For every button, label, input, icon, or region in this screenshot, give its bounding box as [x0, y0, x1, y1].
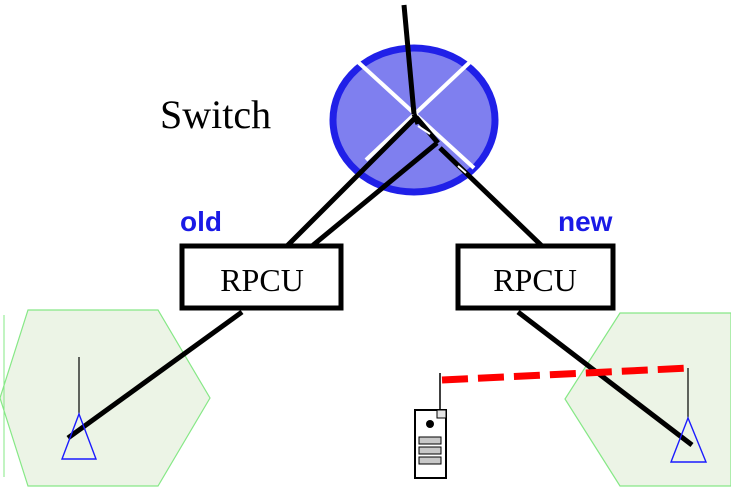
antenna-triangle-icon — [669, 368, 708, 463]
wire-dash-2 — [457, 165, 467, 174]
switch-label: Switch — [160, 92, 271, 137]
wire-new-rpcu-to-antenna — [516, 310, 694, 447]
new-label: new — [558, 206, 613, 237]
wire-old-rpcu-to-antenna — [66, 309, 244, 441]
new-cell-hexagon — [564, 312, 731, 487]
radio-link-dashed — [441, 364, 691, 384]
rpcu-new-label: RPCU — [493, 262, 577, 298]
wire-switch-to-old-b — [310, 141, 439, 248]
rpcu-new-box: RPCU — [455, 243, 616, 311]
wire-switch-to-new — [438, 146, 544, 248]
connection-wires — [66, 4, 694, 447]
rpcu-old-box: RPCU — [179, 243, 344, 311]
antenna-triangle-icon — [60, 357, 98, 460]
old-cell-hexagon — [0, 309, 211, 487]
mobile-handset-icon — [414, 373, 447, 479]
wire-switch-junction — [414, 115, 440, 145]
old-label: old — [180, 206, 222, 237]
wire-dash-1 — [417, 125, 431, 135]
switch-cross-line-b — [364, 60, 472, 162]
wire-switch-to-old-a — [285, 115, 418, 248]
rpcu-old-label: RPCU — [220, 262, 304, 298]
wire-uplink — [401, 4, 417, 115]
